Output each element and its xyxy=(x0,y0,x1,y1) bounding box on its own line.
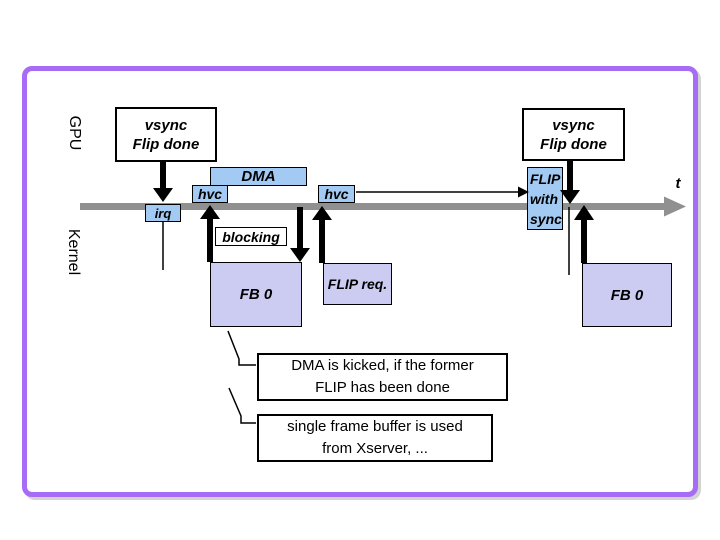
time-axis-arrowhead-icon xyxy=(664,196,686,217)
lane-label-kernel: Kernel xyxy=(65,228,82,276)
flip-req-box: FLIP req. xyxy=(323,263,392,305)
callout-line: DMA is kicked, if the former xyxy=(291,357,474,374)
hvc-box-right: hvc xyxy=(318,185,355,203)
vsync-flip-done-box-right: vsync Flip done xyxy=(522,108,625,161)
callout-line: FLIP has been done xyxy=(315,379,450,396)
irq-box: irq xyxy=(145,204,181,222)
flip-with-sync-box: FLIP with sync xyxy=(527,167,563,230)
callout-line: single frame buffer is used xyxy=(287,418,463,435)
dma-box: DMA xyxy=(210,167,307,186)
fb0-box-left: FB 0 xyxy=(210,262,302,327)
sync-label: sync xyxy=(530,210,562,227)
callout-single-framebuffer: single frame buffer is used from Xserver… xyxy=(257,414,493,462)
blocking-box: blocking xyxy=(215,227,287,246)
with-label: with xyxy=(530,190,558,207)
fb0-box-right: FB 0 xyxy=(582,263,672,327)
flip-done-label: Flip done xyxy=(132,135,200,153)
flip-done-label: Flip done xyxy=(540,135,607,153)
callout-dma-kicked: DMA is kicked, if the former FLIP has be… xyxy=(257,353,508,401)
vsync-flip-done-box-left: vsync Flip done xyxy=(115,107,217,162)
time-axis-label: t xyxy=(675,175,681,192)
hvc-box-left: hvc xyxy=(192,185,228,203)
lane-label-gpu: GPU xyxy=(66,115,83,151)
flip-label: FLIP xyxy=(530,170,561,187)
vsync-label: vsync xyxy=(144,116,188,134)
vsync-label: vsync xyxy=(552,116,595,134)
callout-line: from Xserver, ... xyxy=(322,440,428,457)
